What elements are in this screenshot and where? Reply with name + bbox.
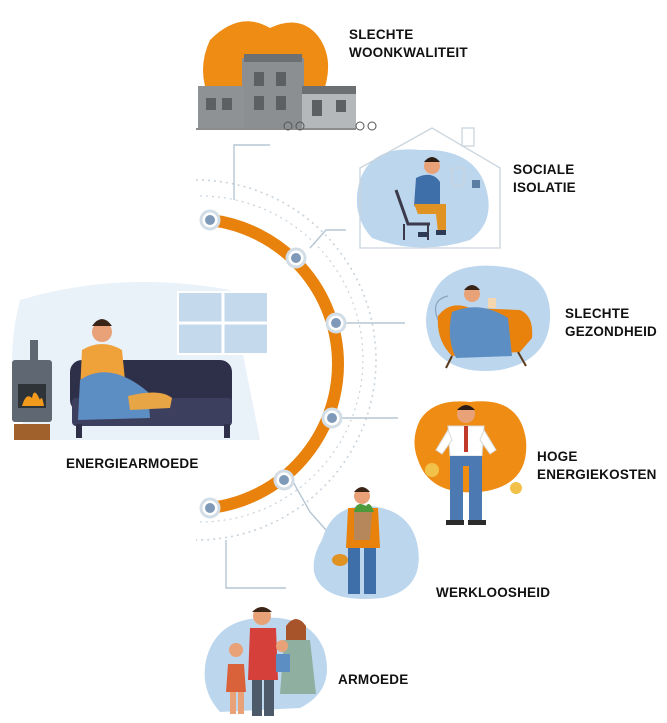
label-werkloosheid: WERKLOOSHEID [436, 585, 551, 600]
orange-arc [209, 214, 344, 514]
arc-nodes [199, 209, 347, 519]
node-2-dot [291, 253, 301, 263]
man-with-empty-pockets-icon [414, 401, 527, 525]
label-hoge-energiekosten: HOGE ENERGIEKOSTEN [537, 449, 657, 482]
connector-werkloosheid [291, 479, 327, 531]
lonely-person-in-house-icon [356, 127, 501, 249]
node-4-dot [327, 413, 337, 423]
person-on-couch-with-stove-icon [12, 282, 269, 440]
poor-family-icon [204, 607, 327, 716]
sick-person-in-armchair-icon [426, 265, 551, 371]
connector-woonkwaliteit [233, 144, 270, 200]
connector-isolatie [309, 229, 346, 249]
dotted-arc-inner [199, 195, 364, 523]
connector-armoede [225, 540, 286, 589]
node-3-dot [331, 318, 341, 328]
label-armoede: ARMOEDE [338, 672, 409, 687]
label-energiearmoede: ENERGIEARMOEDE [66, 456, 199, 471]
label-slechte-woonkwaliteit: SLECHTE WOONKWALITEIT [349, 27, 468, 60]
man-with-shopping-bags-icon [313, 487, 419, 599]
label-slechte-gezondheid: SLECHTE GEZONDHEID [565, 306, 658, 339]
node-6-dot [205, 503, 215, 513]
dotted-arc-outer [195, 179, 377, 541]
label-sociale-isolatie: SOCIALE ISOLATIE [513, 162, 576, 195]
node-5-dot [279, 475, 289, 485]
dilapidated-buildings-icon [196, 21, 377, 131]
node-1-dot [205, 215, 215, 225]
connector-lines [225, 144, 405, 589]
